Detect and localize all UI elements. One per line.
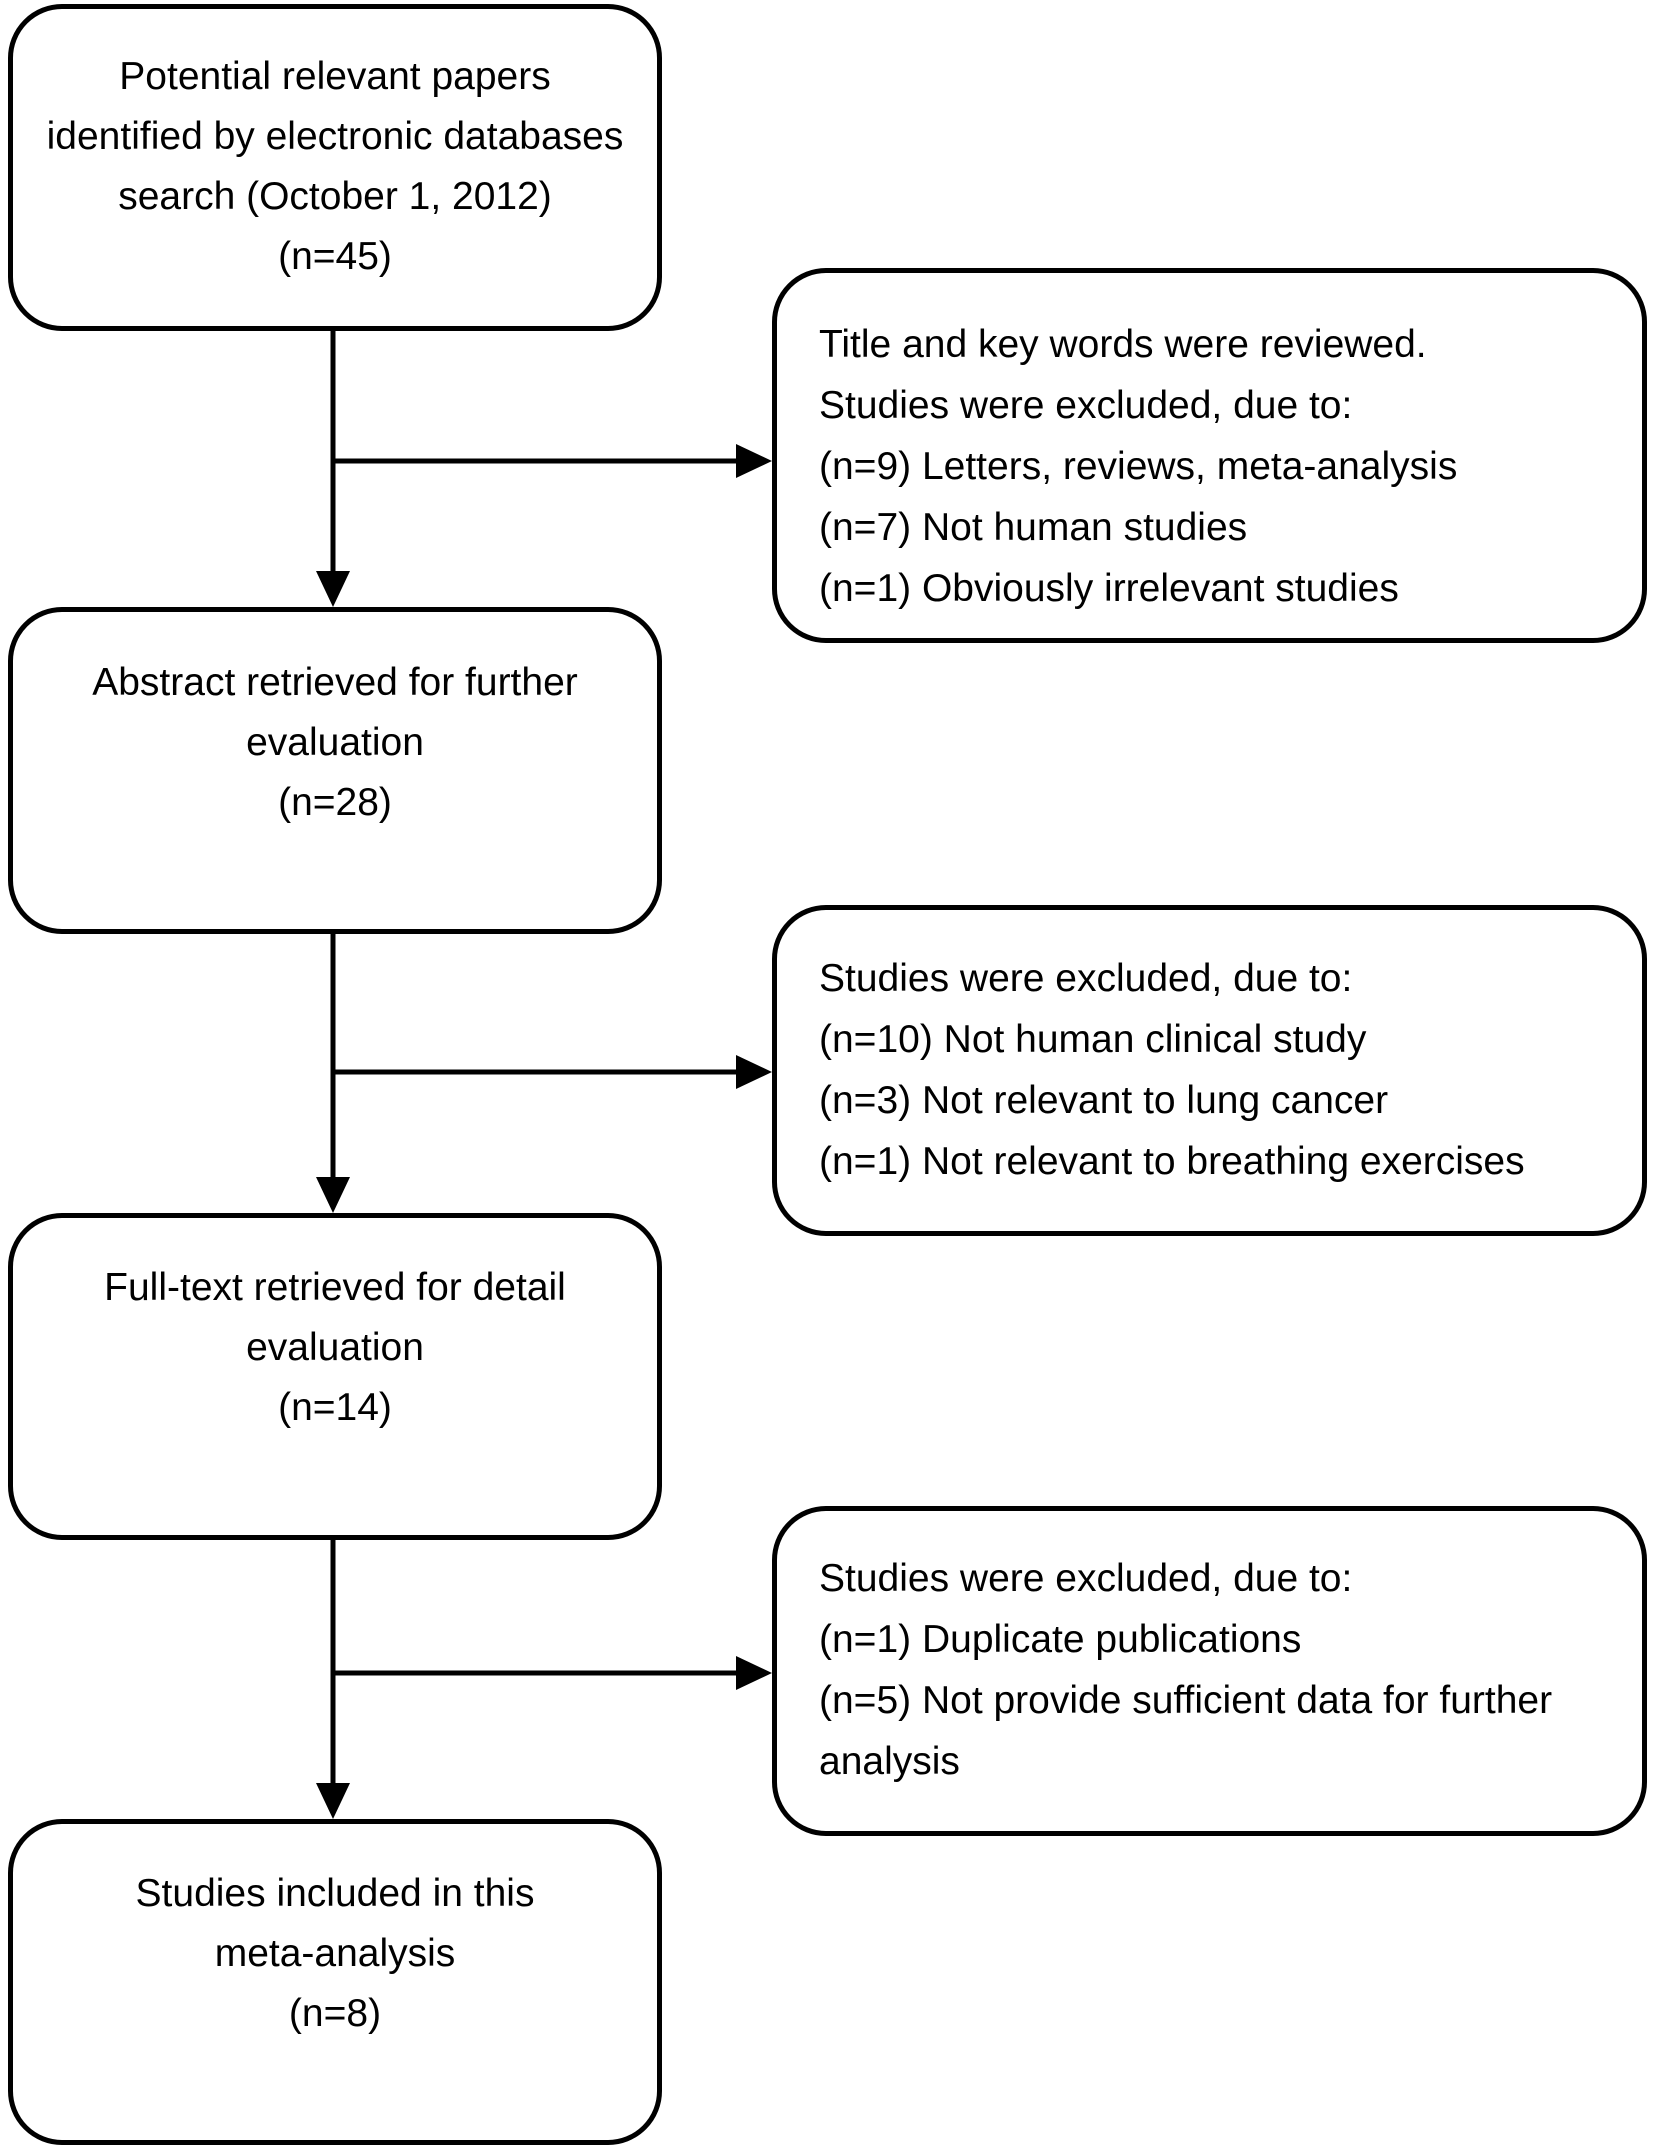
arrowhead-identified-to-abstract	[316, 571, 350, 607]
box-count-line: (n=8)	[288, 1992, 382, 2035]
exclusion-reason-line: (n=1) Not relevant to breathing exercise…	[819, 1140, 1525, 1183]
exclusion-box-fulltext-review: Studies were excluded, due to: (n=1) Dup…	[772, 1506, 1647, 1836]
exclusion-reason-line: analysis	[819, 1740, 960, 1783]
box-text-line: identified by electronic databases	[46, 115, 624, 158]
box-text-line: evaluation	[246, 721, 424, 764]
box-text-line: evaluation	[246, 1326, 424, 1369]
arrowhead-branch-title-review	[736, 444, 772, 478]
box-count-line: (n=45)	[278, 235, 392, 278]
box-count-line: (n=28)	[278, 781, 392, 824]
box-text-line: Potential relevant papers	[119, 55, 551, 98]
flow-box-fulltext-retrieved: Full-text retrieved for detail evaluatio…	[8, 1213, 662, 1540]
exclusion-reason-line: (n=1) Obviously irrelevant studies	[819, 567, 1399, 610]
exclusion-reason-line: (n=7) Not human studies	[819, 506, 1248, 549]
box-text-line: Full-text retrieved for detail	[104, 1266, 566, 1309]
exclusion-reason-line: (n=5) Not provide sufficient data for fu…	[819, 1679, 1553, 1722]
box-count-line: (n=14)	[278, 1386, 392, 1429]
box-text-line: Studies were excluded, due to:	[819, 384, 1353, 427]
box-text-line: Studies included in this	[135, 1872, 535, 1915]
box-text-line: Studies were excluded, due to:	[819, 957, 1353, 1000]
flow-box-studies-included: Studies included in this meta-analysis (…	[8, 1819, 662, 2145]
exclusion-reason-line: (n=9) Letters, reviews, meta-analysis	[819, 445, 1458, 488]
arrowhead-fulltext-to-included	[316, 1783, 350, 1819]
exclusion-reason-line: (n=3) Not relevant to lung cancer	[819, 1079, 1389, 1122]
exclusion-box-title-review: Title and key words were reviewed. Studi…	[772, 268, 1647, 643]
exclusion-reason-line: (n=10) Not human clinical study	[819, 1018, 1367, 1061]
flow-box-abstract-retrieved: Abstract retrieved for further evaluatio…	[8, 607, 662, 934]
arrowhead-branch-fulltext-review	[736, 1656, 772, 1690]
flow-box-identified-papers: Potential relevant papers identified by …	[8, 4, 662, 331]
exclusion-reason-line: (n=1) Duplicate publications	[819, 1618, 1302, 1661]
arrowhead-branch-abstract-review	[736, 1055, 772, 1089]
box-text-line: meta-analysis	[214, 1932, 456, 1975]
arrowhead-abstract-to-fulltext	[316, 1177, 350, 1213]
box-text-line: Abstract retrieved for further	[92, 661, 578, 704]
box-text-line: search (October 1, 2012)	[118, 175, 552, 218]
box-text-line: Title and key words were reviewed.	[819, 323, 1427, 366]
box-text-line: Studies were excluded, due to:	[819, 1557, 1353, 1600]
exclusion-box-abstract-review: Studies were excluded, due to: (n=10) No…	[772, 905, 1647, 1236]
